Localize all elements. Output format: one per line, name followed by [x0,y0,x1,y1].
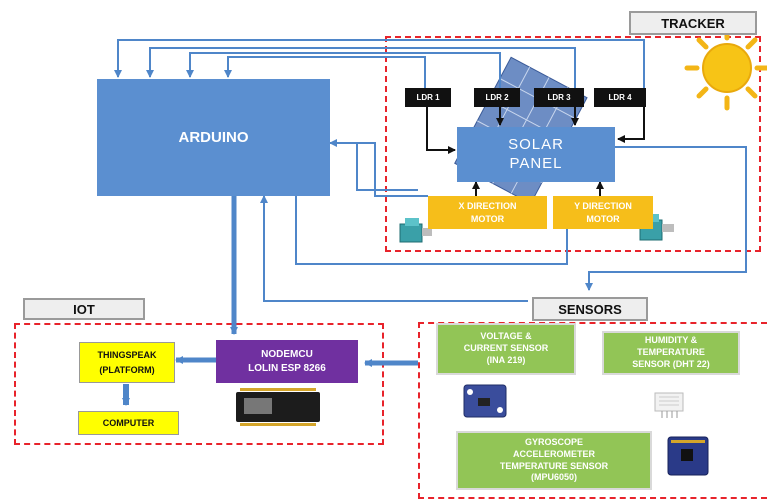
y-motor-block: Y DIRECTION MOTOR [553,196,653,229]
solar-panel-line-2: PANEL [509,154,563,172]
ldr-3: LDR 3 [534,88,584,107]
x-motor-line-2: MOTOR [470,213,505,224]
voltage-line-1: VOLTAGE & [480,331,532,342]
ina219-board-image [463,384,507,418]
x-motor-block: X DIRECTION MOTOR [428,196,547,229]
computer-label: COMPUTER [102,418,155,428]
voltage-current-sensor-block: VOLTAGE & CURRENT SENSOR (INA 219) [436,323,576,375]
ldr-2-label: LDR 2 [485,93,509,102]
gyro-line-4: (MPU6050) [530,472,577,483]
thingspeak-block: THINGSPEAK (PLATFORM) [79,342,175,383]
motor-icon [399,218,432,243]
tracker-tag: TRACKER [629,11,757,35]
nodemcu-line-2: LOLIN ESP 8266 [248,362,326,374]
humidity-line-2: TEMPERATURE [637,347,705,358]
tracker-tag-label: TRACKER [661,15,725,31]
y-motor-line-2: MOTOR [586,213,620,224]
ldr-4-label: LDR 4 [608,93,632,102]
sensors-tag-label: SENSORS [558,301,622,317]
ldr-1: LDR 1 [405,88,451,107]
x-motor-line-1: X DIRECTION [458,201,517,212]
nodemcu-board-image [236,388,320,426]
humidity-line-3: SENSOR (DHT 22) [632,358,710,369]
humidity-line-1: HUMIDITY & [644,335,698,346]
sensors-region [418,322,767,499]
gyro-line-2: ACCELEROMETER [512,448,595,459]
ldr-2: LDR 2 [474,88,520,107]
gyro-line-1: GYROSCOPE [524,437,583,448]
nodemcu-block: NODEMCU LOLIN ESP 8266 [216,340,358,383]
solar-panel-block: SOLAR PANEL [457,127,615,182]
arduino-block: ARDUINO [97,79,330,196]
computer-block: COMPUTER [78,411,179,435]
nodemcu-line-1: NODEMCU [261,348,313,360]
solar-panel-line-1: SOLAR [508,135,564,153]
gyro-accelerometer-sensor-block: GYROSCOPE ACCELEROMETER TEMPERATURE SENS… [456,431,652,490]
ldr-3-label: LDR 3 [547,93,571,102]
voltage-line-3: (INA 219) [486,354,526,365]
sensors-tag: SENSORS [532,297,648,321]
iot-region [14,323,384,445]
voltage-line-2: CURRENT SENSOR [463,343,549,354]
thingspeak-line-2: (PLATFORM) [99,364,155,375]
dht22-sensor-image [654,392,684,418]
mpu6050-board-image [667,436,709,476]
ldr-4: LDR 4 [594,88,646,107]
thingspeak-line-1: THINGSPEAK [97,350,157,361]
iot-tag-label: IOT [73,301,95,317]
y-motor-line-1: Y DIRECTION [574,201,632,212]
arduino-label: ARDUINO [178,129,249,146]
tracker-region [385,36,761,252]
iot-tag: IOT [23,298,145,320]
ldr-1-label: LDR 1 [416,93,440,102]
gyro-line-3: TEMPERATURE SENSOR [499,460,609,471]
humidity-temperature-sensor-block: HUMIDITY & TEMPERATURE SENSOR (DHT 22) [602,331,740,375]
